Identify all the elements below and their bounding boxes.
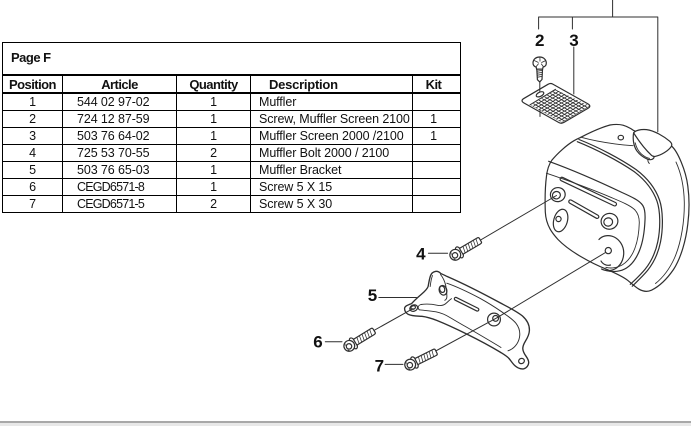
svg-text:3: 3 [569,31,578,50]
svg-text:6: 6 [313,332,322,351]
svg-text:2: 2 [535,31,544,50]
svg-text:7: 7 [375,357,384,376]
svg-text:5: 5 [368,286,377,305]
svg-text:4: 4 [416,244,426,263]
